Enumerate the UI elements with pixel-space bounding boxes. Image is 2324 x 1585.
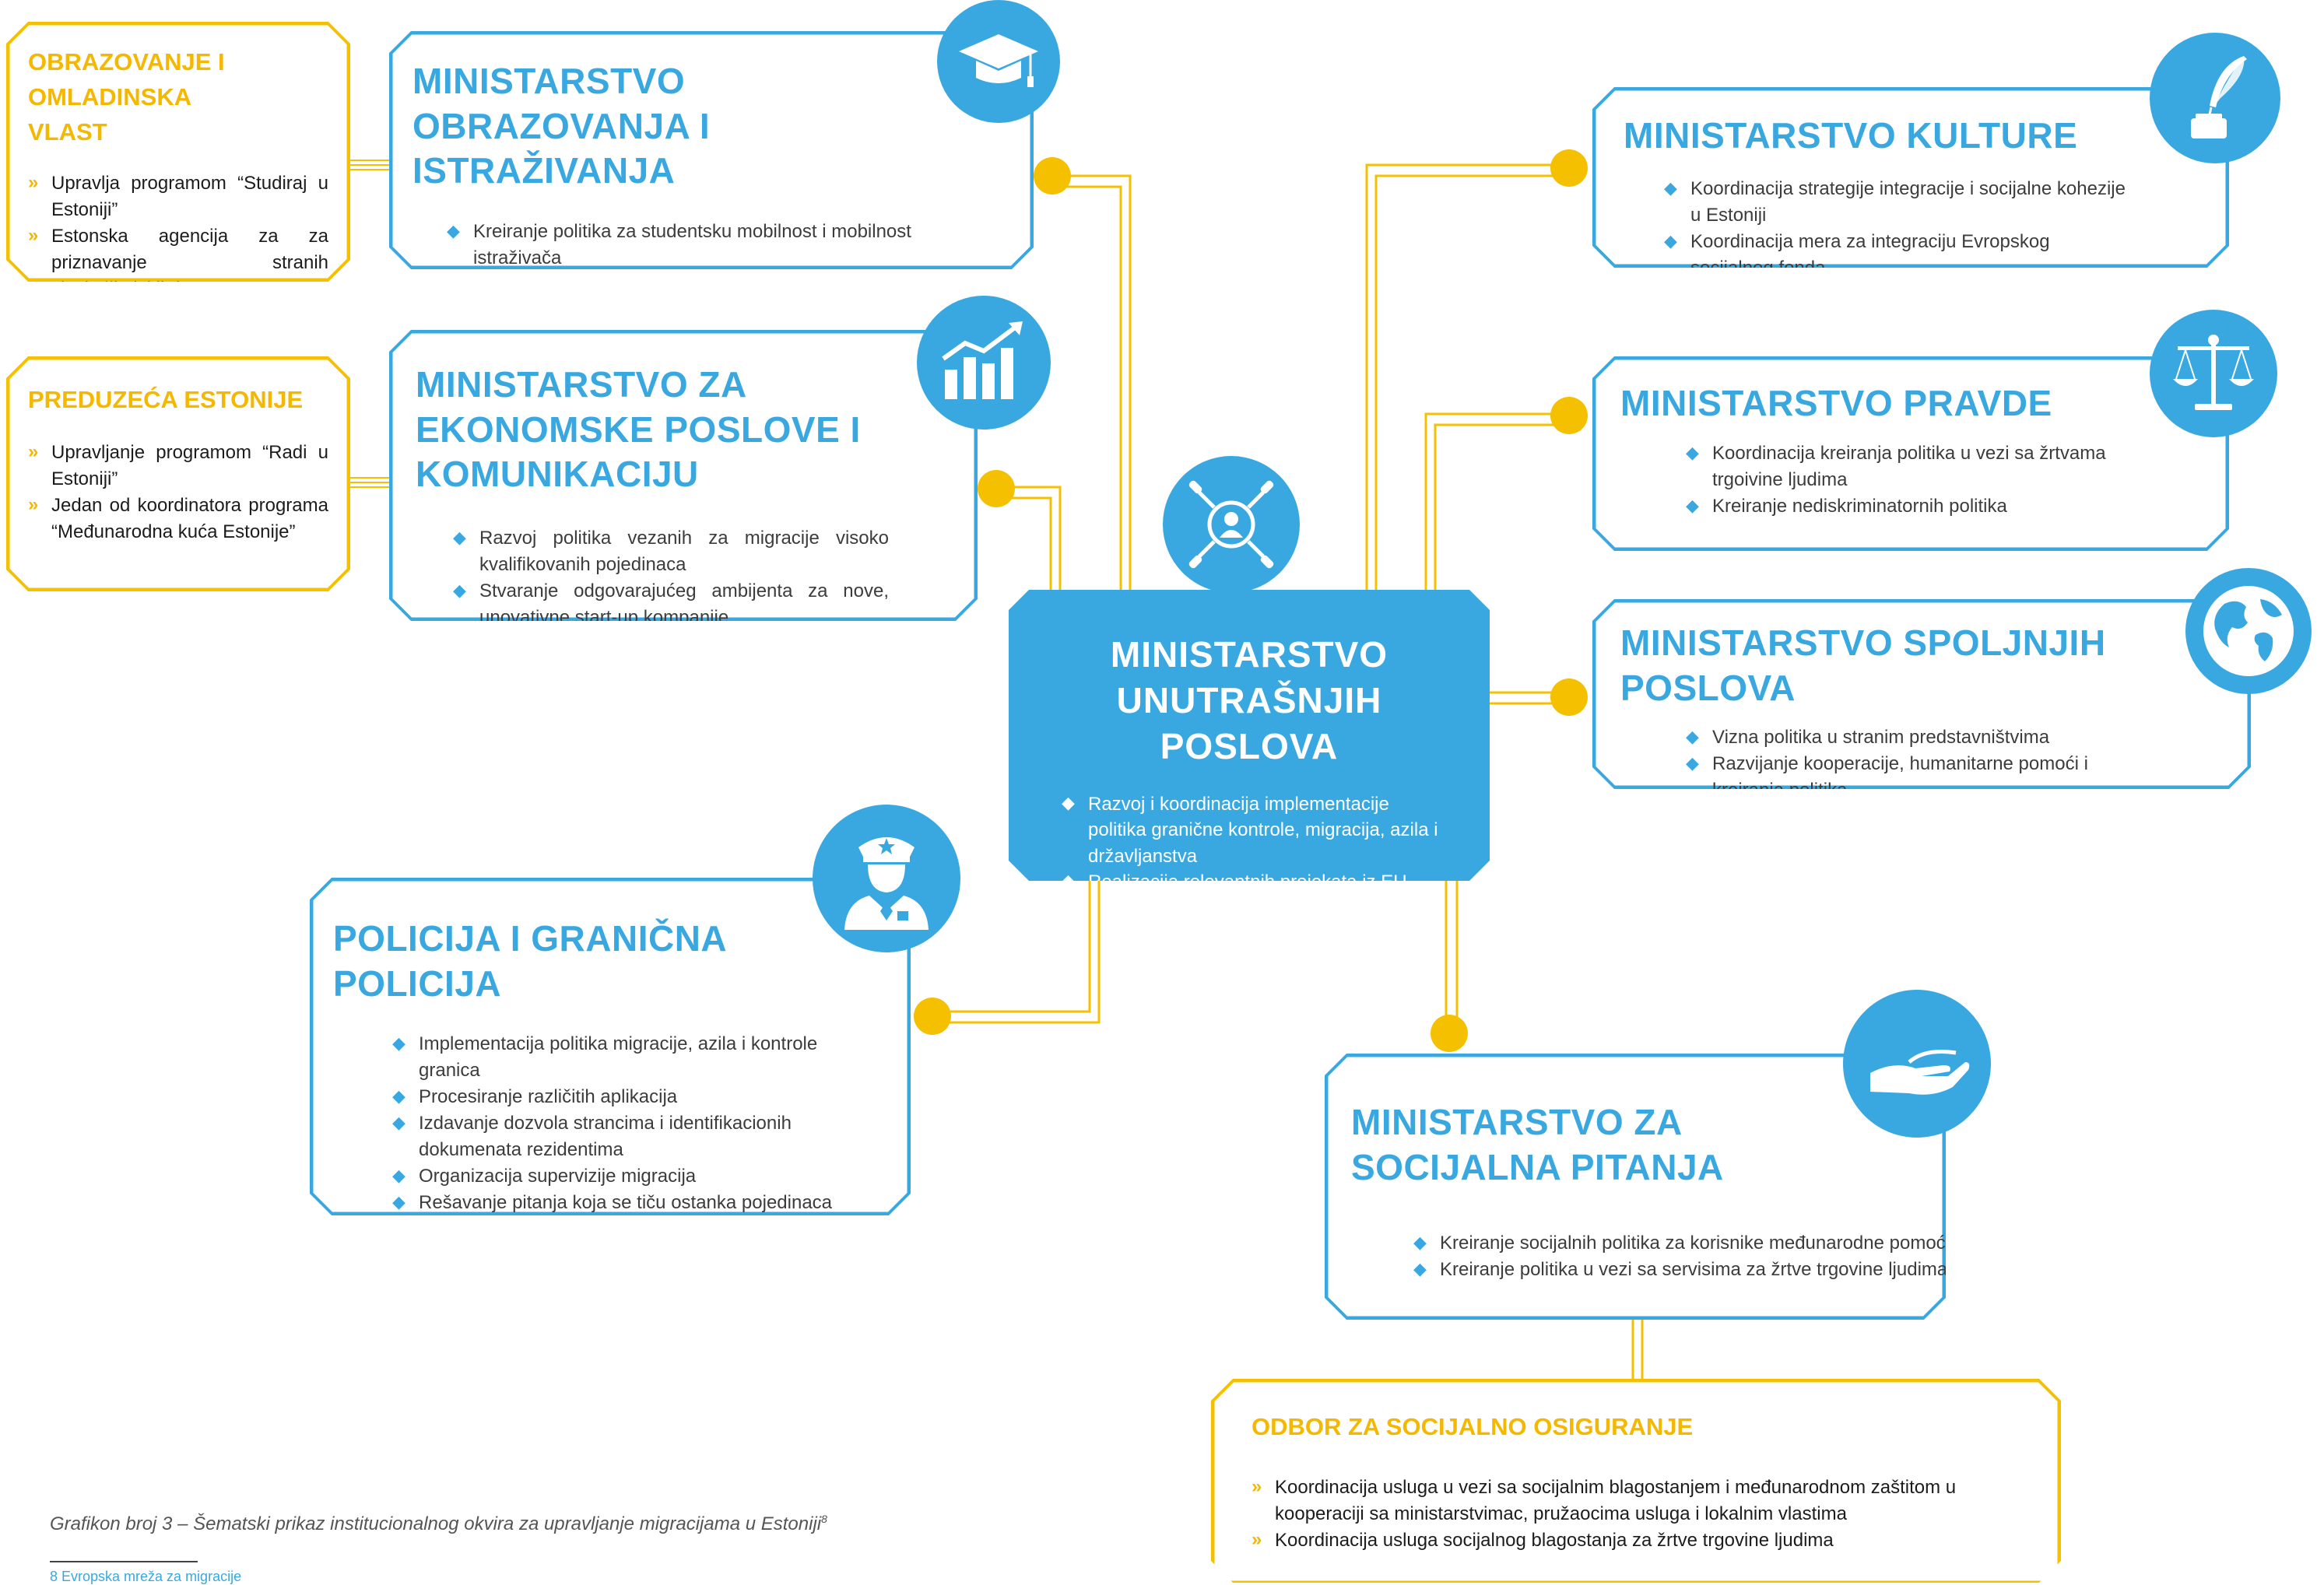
ministry-foreign-title: MINISTARSTVO SPOLJNJIH POSLOVA [1620, 622, 2106, 708]
social-insurance-board-title: ODBOR ZA SOCIJALNO OSIGURANJE [1252, 1413, 1694, 1440]
connector-dot-education [1034, 157, 1071, 195]
enterprise-estonia-title: PREDUZEĆA ESTONIJE [28, 386, 304, 413]
growth-chart-icon [917, 296, 1051, 430]
ministry-interior-title: MINISTARSTVO UNUTRAŠNJIH POSLOVA [1110, 634, 1388, 766]
enterprise-estonia-box: PREDUZEĆA ESTONIJE »Upravljanje programo… [6, 356, 350, 591]
quill-ink-icon [2150, 33, 2280, 163]
footnote: 8 Evropska mreža za migracije [50, 1569, 242, 1584]
youth-authority-title: OBRAZOVANJE I OMLADINSKA VLAST [28, 48, 225, 146]
police-officer-icon [813, 805, 960, 952]
ministry-education-title: MINISTARSTVO OBRAZOVANJA I ISTRAŽIVANJA [412, 61, 711, 191]
list-item: ◆Kreiranje politika za studentsku mobiln… [447, 220, 911, 268]
list-item: ◆Kreiranje nediskriminatornih politika [1686, 495, 2007, 517]
list-item: ◆Izdavanje dozvola strancima i identifik… [392, 1113, 792, 1161]
list-item: »Jedan od koordinatora programa “Međunar… [28, 494, 328, 543]
figure-caption: Grafikon broj 3 – Šematski prikaz instit… [50, 1513, 827, 1534]
globe-icon [2185, 568, 2312, 694]
connector-dot-foreign [1550, 679, 1588, 716]
person-network-icon [1163, 456, 1300, 593]
ministry-social-title: MINISTARSTVO ZA SOCIJALNA PITANJA [1351, 1102, 1724, 1187]
open-hand-icon [1843, 990, 1991, 1138]
ministry-economy-box: MINISTARSTVO ZA EKONOMSKE POSLOVE I KOMU… [389, 330, 978, 621]
connector-dot-justice [1550, 397, 1588, 434]
ministry-economy-title: MINISTARSTVO ZA EKONOMSKE POSLOVE I KOMU… [416, 364, 861, 494]
ministry-culture-box: MINISTARSTVO KULTURE ◆Koordinacija strat… [1592, 87, 2229, 268]
ministry-justice-title: MINISTARSTVO PRAVDE [1620, 383, 2052, 423]
list-item: »Upravljanje programom “Radi u Estoniji” [28, 440, 328, 490]
list-item: ◆Procesiranje različitih aplikacija [392, 1086, 678, 1108]
ministry-justice-box: MINISTARSTVO PRAVDE ◆Koordinacija kreira… [1592, 356, 2229, 551]
list-item: ◆Kreiranje politika u vezi sa servisima … [1413, 1259, 1948, 1281]
list-item: ◆Organizacija supervizije migracija [392, 1166, 697, 1187]
youth-authority-box: OBRAZOVANJE I OMLADINSKA VLAST »Upravlja… [6, 22, 350, 282]
ministry-foreign-box: MINISTARSTVO SPOLJNJIH POSLOVA ◆Vizna po… [1592, 599, 2251, 789]
list-item: »Koordinacija usluga socijalnog blagosta… [1252, 1529, 1834, 1552]
police-border-guard-box: POLICIJA I GRANIČNA POLICIJA ◆Implementa… [310, 878, 911, 1215]
list-item: ◆Vizna politika u stranim predstavništvi… [1686, 727, 2050, 748]
ministry-social-box: MINISTARSTVO ZA SOCIJALNA PITANJA ◆Kreir… [1325, 1054, 1946, 1320]
list-item: ◆Kreiranje socijalnih politika za korisn… [1413, 1233, 1950, 1254]
list-item: ◆Razvoj i koordinacija implementacije po… [1062, 792, 1438, 867]
connector-dot-economy [978, 470, 1015, 507]
ministry-interior-box: MINISTARSTVO UNUTRAŠNJIH POSLOVA ◆Razvoj… [1009, 590, 1490, 881]
ministry-culture-title: MINISTARSTVO KULTURE [1624, 115, 2078, 156]
connector-dot-culture [1550, 149, 1588, 187]
list-item: ◆Implementacija politika migracije, azil… [392, 1033, 818, 1082]
graduation-cap-icon [937, 0, 1060, 123]
scales-icon [2150, 310, 2277, 437]
list-item: ◆Stvaranje odgovarajućeg ambijenta za no… [453, 580, 889, 628]
social-insurance-board-box: ODBOR ZA SOCIJALNO OSIGURANJE »Koordinac… [1211, 1379, 2061, 1583]
police-border-guard-title: POLICIJA I GRANIČNA POLICIJA [333, 918, 726, 1004]
list-item: »Koordinacija usluga u vezi sa socijalni… [1252, 1475, 1957, 1525]
footnote-divider [50, 1561, 198, 1562]
list-item: ◆Koordinacija kreiranja politika u vezi … [1686, 442, 2106, 490]
connector-dot-police [914, 998, 951, 1035]
list-item: ◆Razvoj politika vezanih za migracije vi… [453, 527, 889, 575]
list-item: »Upravlja programom “Studiraj u Estoniji… [28, 171, 328, 220]
connector-dot-social [1431, 1015, 1468, 1052]
list-item: ◆Koordinacija strategije integracije i s… [1664, 177, 2126, 226]
